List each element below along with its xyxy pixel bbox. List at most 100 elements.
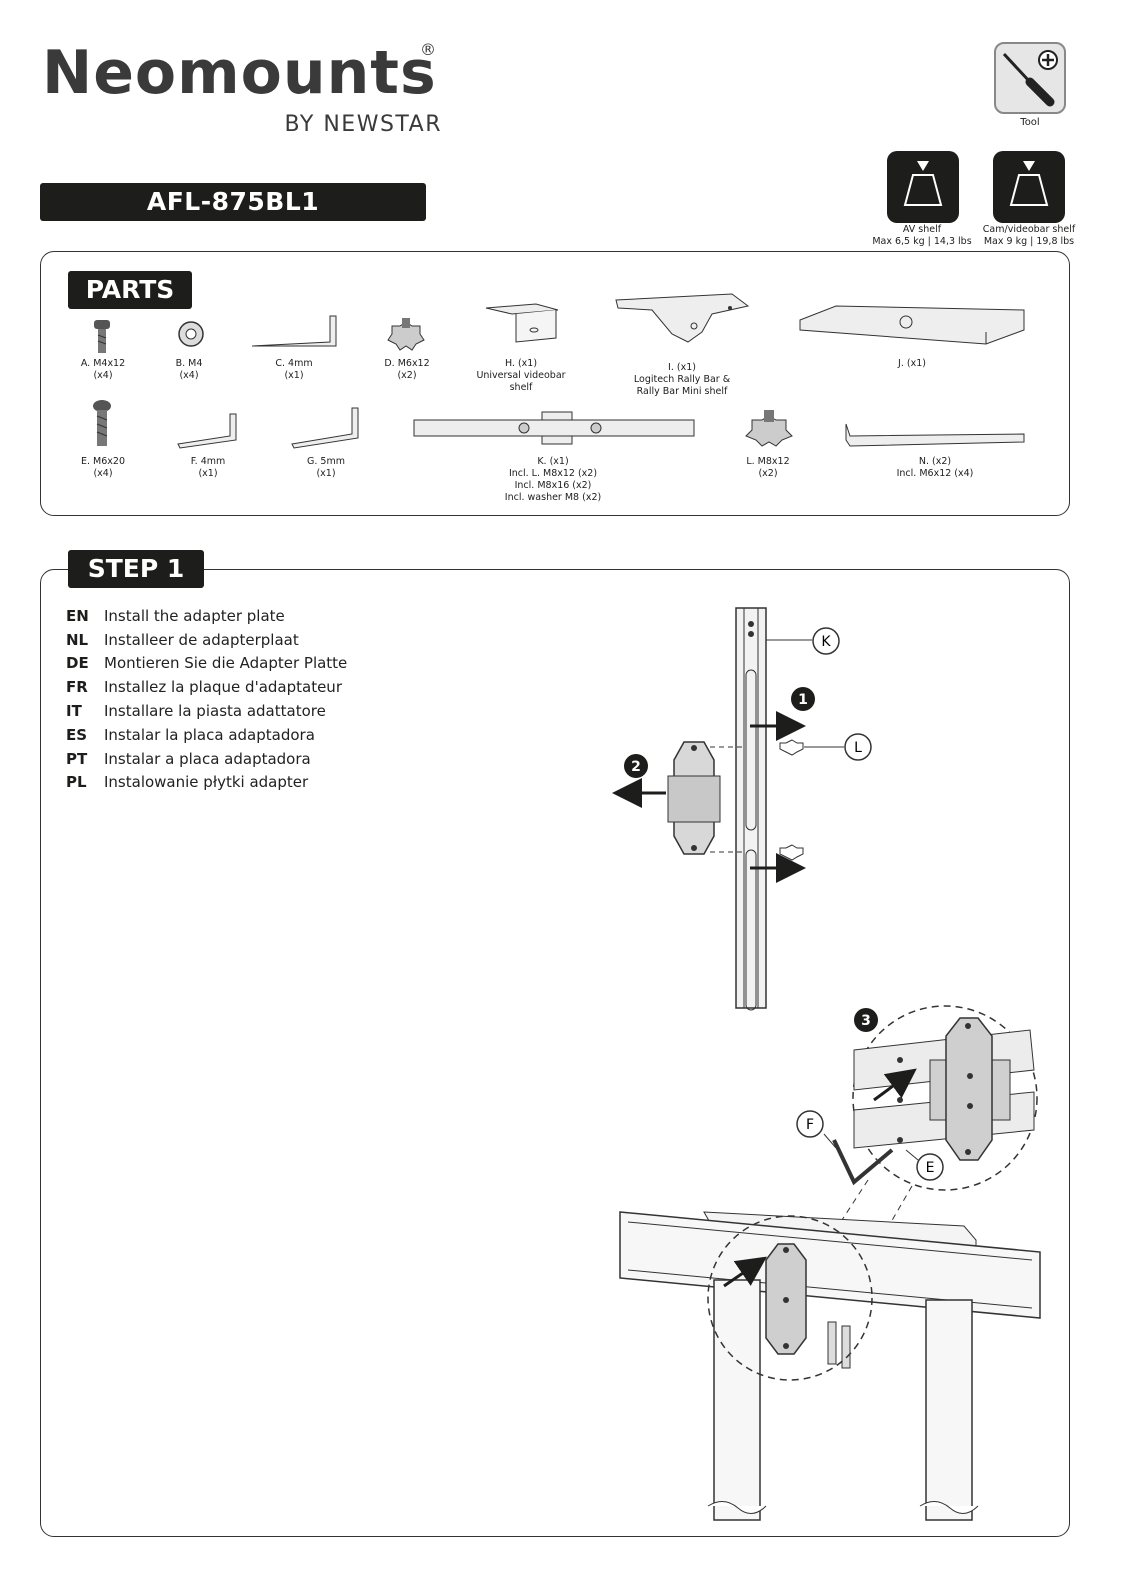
part-e-qty: (x4) <box>93 468 113 479</box>
washer-m4-icon <box>178 321 204 347</box>
step-marker-1-text: 1 <box>798 692 808 708</box>
instruction-text: Installare la piasta adattatore <box>104 702 326 721</box>
part-k-extra2: Incl. washer M8 (x2) <box>504 492 602 503</box>
brand-logo: Neomounts ® BY NEWSTAR <box>42 38 442 138</box>
lang-code: PT <box>66 749 88 768</box>
instruction-text: Instalar la placa adaptadora <box>104 725 315 744</box>
part-b-label: B. M4 (x4) <box>109 358 269 382</box>
part-d-qty: (x2) <box>397 370 417 381</box>
instruction-text: Instalar a placa adaptadora <box>104 749 311 768</box>
part-j-name: J. (x1) <box>898 358 926 369</box>
cam-shelf-name: Cam/videobar shelf <box>982 224 1076 235</box>
av-shelf-label: AV shelf Max 6,5 kg | 14,3 lbs <box>862 224 982 248</box>
instruction-text: Installez la plaque d'adaptateur <box>104 678 342 697</box>
part-l-label: L. M8x12 (x2) <box>688 456 848 480</box>
part-h-extra: shelf <box>509 382 533 393</box>
callout-f-text: F <box>806 1117 814 1133</box>
knob-m6x12-icon <box>387 318 425 351</box>
part-i-qty: Logitech Rally Bar & <box>633 374 731 385</box>
av-shelf-weight-icon <box>887 151 959 223</box>
callout-l-text: L <box>854 740 862 756</box>
callout-e-text: E <box>926 1160 935 1176</box>
part-n-name: N. (x2) <box>918 456 952 467</box>
part-l-name: L. M8x12 <box>746 456 790 467</box>
part-a-name: A. M4x12 <box>80 358 126 369</box>
rally-bar-shelf-icon <box>615 293 750 343</box>
arrow-insert-stand <box>723 1256 767 1288</box>
brand-name: Neomounts <box>42 38 437 108</box>
part-a-label: A. M4x12 (x4) <box>23 358 183 382</box>
adapter-plate <box>667 741 721 855</box>
hex-key-f-icon <box>832 1139 894 1186</box>
callout-l <box>844 733 872 761</box>
part-k-label: K. (x1) Incl. L. M8x12 (x2) Incl. M8x16 … <box>473 456 633 504</box>
instruction-text: Installeer de adapterplaat <box>104 630 299 649</box>
instruction-de: DE Montieren Sie die Adapter Platte <box>66 652 347 676</box>
part-h-label: H. (x1) Universal videobar shelf <box>441 358 601 394</box>
detail-plate-mount <box>853 1017 1035 1161</box>
adapter-rail-icon <box>413 411 695 445</box>
hex-key-4mm-icon <box>251 315 337 347</box>
part-f-qty: (x1) <box>198 468 218 479</box>
tool-label: Tool <box>1020 117 1040 128</box>
part-i-name: I. (x1) <box>668 362 696 373</box>
instruction-pt: PT Instalar a placa adaptadora <box>66 747 347 771</box>
step-marker-3-text: 3 <box>861 1013 871 1029</box>
part-d-name: D. M6x12 <box>384 358 430 369</box>
instruction-text: Instalowanie płytki adapter <box>104 773 309 792</box>
part-h-name: H. (x1) <box>504 358 538 369</box>
screwdriver-icon <box>994 42 1066 114</box>
part-c-label: C. 4mm (x1) <box>214 358 374 382</box>
arrow-insert-detail <box>873 1068 917 1102</box>
instruction-pl: PL Instalowanie płytki adapter <box>66 771 347 795</box>
lang-code: ES <box>66 725 88 744</box>
part-k-qty: Incl. L. M8x12 (x2) <box>508 468 598 479</box>
stand-adapter-plate <box>765 1243 807 1355</box>
step-title: STEP 1 <box>68 550 204 588</box>
av-shelf-capacity: Max 6,5 kg | 14,3 lbs <box>872 236 972 247</box>
part-c-qty: (x1) <box>284 370 304 381</box>
part-k-name: K. (x1) <box>537 456 569 467</box>
knob-bottom-icon <box>779 844 804 861</box>
lang-code: FR <box>66 678 88 697</box>
part-b-qty: (x4) <box>179 370 199 381</box>
step-marker-3 <box>854 1008 878 1032</box>
cam-shelf-weight-icon <box>993 151 1065 223</box>
lang-code: NL <box>66 630 89 649</box>
part-j-label: J. (x1) <box>832 358 992 370</box>
knob-m8x12-icon <box>745 410 793 447</box>
part-n-qty: Incl. M6x12 (x4) <box>896 468 974 479</box>
parts-panel <box>40 251 1070 516</box>
instruction-fr: FR Installez la plaque d'adaptateur <box>66 675 347 699</box>
parts-title: PARTS <box>68 271 192 309</box>
step-marker-1 <box>791 687 815 711</box>
leader-f <box>823 1133 837 1149</box>
lang-code: DE <box>66 654 89 673</box>
brand-subtitle: BY NEWSTAR <box>284 112 442 137</box>
lang-code: PL <box>66 773 87 792</box>
step-marker-2 <box>624 754 648 778</box>
step-1-diagram: K 1 L 2 3 F E <box>612 607 1041 1521</box>
knob-top-icon <box>779 739 804 756</box>
part-i-extra: Rally Bar Mini shelf <box>636 386 728 397</box>
part-k-extra: Incl. M8x16 (x2) <box>514 480 592 491</box>
callout-e <box>916 1153 944 1181</box>
cam-shelf-capacity: Max 9 kg | 19,8 lbs <box>983 236 1075 247</box>
part-h-qty: Universal videobar <box>476 370 566 381</box>
part-e-label: E. M6x20 (x4) <box>23 456 183 480</box>
videobar-shelf-icon <box>485 303 559 343</box>
model-number: AFL-875BL1 <box>40 183 426 221</box>
part-c-name: C. 4mm <box>275 358 313 369</box>
part-f-label: F. 4mm (x1) <box>128 456 288 480</box>
shelf-arm-icon <box>845 423 1025 447</box>
hex-key-5mm-icon <box>291 407 359 449</box>
part-l-qty: (x2) <box>758 468 778 479</box>
part-b-name: B. M4 <box>175 358 203 369</box>
instruction-text: Montieren Sie die Adapter Platte <box>104 654 348 673</box>
instruction-es: ES Instalar la placa adaptadora <box>66 723 347 747</box>
screw-m6x20-icon <box>93 400 111 446</box>
callout-k <box>812 627 840 655</box>
